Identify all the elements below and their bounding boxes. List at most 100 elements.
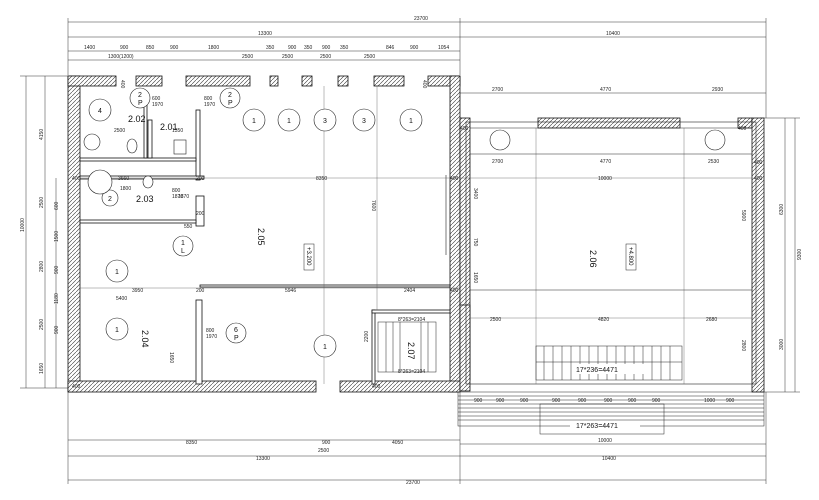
dim-top-10: 350 xyxy=(340,45,349,51)
dim-vr-5: 2800 xyxy=(740,340,746,351)
dim-bottom-13300: 13300 xyxy=(256,456,270,462)
level-mark-right: +4.800 xyxy=(625,243,637,271)
stair-row-dims: 900 900 900 900 900 900 900 900 1000 900 xyxy=(474,398,735,404)
room-label-2-02: 2.02 xyxy=(128,114,146,124)
level-left-text: +3.200 xyxy=(305,247,311,266)
marker-text-14: 2 xyxy=(108,196,112,203)
dim-bottom-10000: 10000 xyxy=(598,438,612,444)
stair-main-label: 17*236=4471 xyxy=(576,367,618,374)
door-4-height: 1970 xyxy=(206,334,217,340)
dim-top-2: 900 xyxy=(120,45,129,51)
dim-bottom-900: 900 xyxy=(322,440,331,446)
door-4-width: 800 xyxy=(206,328,215,334)
dim-tr-2: 4770 xyxy=(600,87,611,93)
dim-1870: 1870 xyxy=(178,194,189,200)
dim-left-s1: 600 xyxy=(54,201,60,210)
room-label-2-05: 2.05 xyxy=(256,228,266,246)
marker-p-1: P xyxy=(138,100,143,107)
grid-lines xyxy=(80,86,752,384)
stair-dim-3: 900 xyxy=(520,398,529,404)
dim-vr-1: 3400 xyxy=(472,188,478,199)
marker-l-1: L xyxy=(181,248,185,255)
dim-left-2: 2500 xyxy=(39,197,45,208)
exterior-stair-label: 17*263=4471 xyxy=(576,423,618,430)
dim-top-12: 900 xyxy=(410,45,419,51)
level-right-text: +4.800 xyxy=(627,247,633,266)
top-row-dims: 1400 900 850 900 1800 350 900 350 900 35… xyxy=(84,45,449,51)
dim-top-6: 350 xyxy=(266,45,275,51)
w400-7: 400 xyxy=(754,160,763,166)
w400-9: 400 xyxy=(460,126,469,132)
partitions xyxy=(79,95,451,385)
dim-550: 550 xyxy=(184,224,193,230)
marker-text-2: 1 xyxy=(287,118,291,125)
dim-left-s4: 1180 xyxy=(54,293,60,304)
top-dimension-lines xyxy=(67,18,767,118)
marker-text-4: 3 xyxy=(362,118,366,125)
stair-small-top-label: 8*263=2104 xyxy=(398,317,425,323)
sanitary-fixtures xyxy=(83,133,187,195)
marker-circle-2 xyxy=(277,108,301,132)
sink-1 xyxy=(173,139,187,155)
marker-text-8: 2 xyxy=(228,92,232,99)
dim-right-4820: 4820 xyxy=(598,317,609,323)
dim-right-2680: 2680 xyxy=(706,317,717,323)
w400-10: 400 xyxy=(738,126,747,132)
stair-dim-8: 900 xyxy=(652,398,661,404)
w400-5: 400 xyxy=(72,384,81,390)
shower-2 xyxy=(87,169,113,195)
dim-vr-3: 1650 xyxy=(472,272,478,283)
stair-main xyxy=(535,345,683,381)
stair-small-bottom-label: 8*263=2104 xyxy=(398,369,425,375)
dim-left-total: 10000 xyxy=(20,218,26,232)
dim-right-10000: 10000 xyxy=(598,176,612,182)
dim-mid-4: 2404 xyxy=(404,288,415,294)
exterior-stair xyxy=(457,391,765,435)
stair-dim-4: 900 xyxy=(552,398,561,404)
dim-tr-1: 2700 xyxy=(492,87,503,93)
dim-mid-1: 3950 xyxy=(132,288,143,294)
marker-text-10: 1 xyxy=(115,327,119,334)
dim-tr-3: 2930 xyxy=(712,87,723,93)
marker-text-1: 1 xyxy=(252,118,256,125)
toilet-2 xyxy=(142,175,154,189)
level-mark-left: +3.200 xyxy=(303,243,315,271)
dim-top-11: 846 xyxy=(386,45,395,51)
stair-dim-6: 900 xyxy=(604,398,613,404)
marker-circle-6 xyxy=(88,98,112,122)
room-label-2-07: 2.07 xyxy=(406,342,416,360)
marker-text-5: 1 xyxy=(409,118,413,125)
marker-circle-9 xyxy=(105,259,129,283)
marker-circle-11 xyxy=(172,235,194,257)
door-3-height: 1870 xyxy=(172,194,183,200)
toilet-1 xyxy=(126,138,138,154)
dim-mid-5: 400 xyxy=(450,288,459,294)
dim-ir-1: 2700 xyxy=(492,159,503,165)
dim-mid-2: 200 xyxy=(196,288,205,294)
dim-right-3: 3000 xyxy=(779,339,785,350)
dim-left-1: 4150 xyxy=(39,129,45,140)
marker-p-3: P xyxy=(234,335,239,342)
dim-2200: 2200 xyxy=(364,331,370,342)
dim-left-block-top: 13300 xyxy=(258,31,272,37)
dim-bottom-8350: 8350 xyxy=(186,440,197,446)
dim-top-5: 1800 xyxy=(208,45,219,51)
stair-dim-9: 1000 xyxy=(704,398,715,404)
room-label-2-04: 2.04 xyxy=(140,330,150,348)
dim-bottom-23700: 23700 xyxy=(406,480,420,486)
dim-1650-lower: 1650 xyxy=(168,352,174,363)
dim-top-9: 900 xyxy=(322,45,331,51)
marker-circle-5 xyxy=(399,108,423,132)
dim-8350-mid: 8350 xyxy=(316,176,327,182)
dim-top-1: 1400 xyxy=(84,45,95,51)
shower-1 xyxy=(83,133,101,151)
w400-6: 400 xyxy=(372,384,381,390)
door-labels: 600 1970 800 1970 800 1870 800 1970 xyxy=(152,96,217,340)
dim-top-8: 350 xyxy=(304,45,313,51)
marker-text-7: 2 xyxy=(138,92,142,99)
dim-7600: 7600 xyxy=(370,200,376,211)
marker-text-6: 4 xyxy=(98,108,102,115)
inner-right-dims: 2700 4770 2530 10000 2500 4820 2680 xyxy=(490,159,719,323)
room-label-2-06: 2.06 xyxy=(588,250,598,268)
